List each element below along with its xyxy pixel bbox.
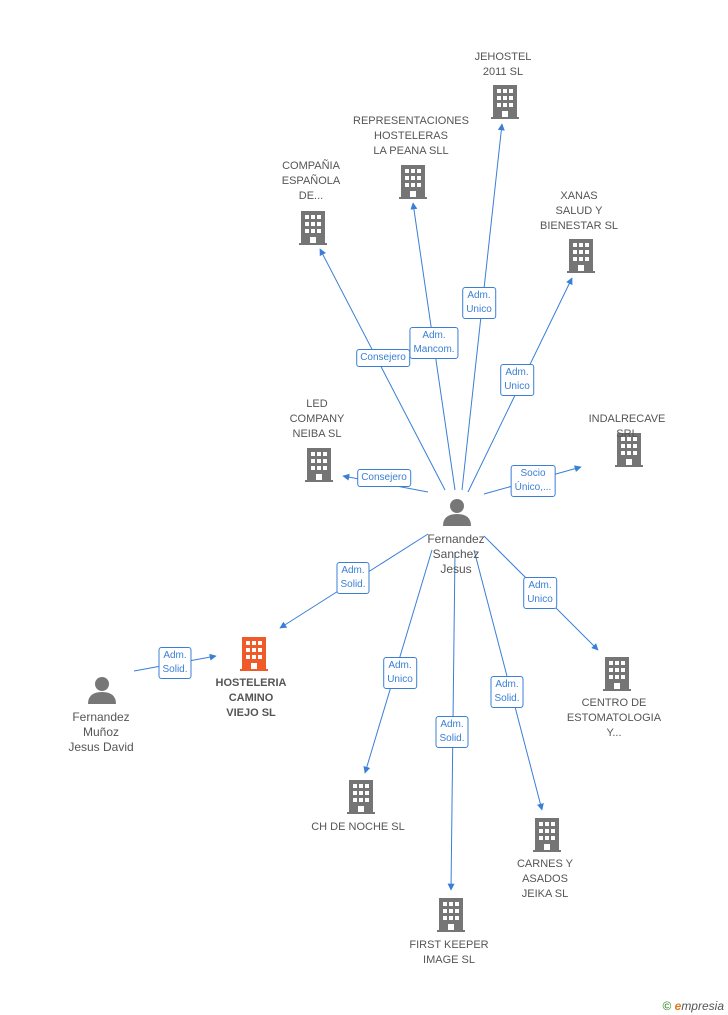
edge-label-firstkeeper[interactable]: Adm. Solid. [435, 716, 469, 748]
edge-label-carnes[interactable]: Adm. Solid. [490, 676, 524, 708]
brand-watermark: © empresia [662, 999, 724, 1013]
company-label-representaciones[interactable]: REPRESENTACIONES HOSTELERAS LA PEANA SLL [353, 115, 469, 157]
company-building-icon-jehostel[interactable] [491, 85, 519, 119]
company-label-firstkeeper[interactable]: FIRST KEEPER IMAGE SL [409, 939, 489, 966]
copyright-symbol: © [662, 999, 672, 1013]
company-label-carnes[interactable]: CARNES Y ASADOS JEIKA SL [516, 858, 574, 900]
company-label-centro[interactable]: CENTRO DE ESTOMATOLOGIA Y... [566, 697, 662, 739]
company-label-chdenoche[interactable]: CH DE NOCHE SL [311, 821, 405, 833]
main-company-label[interactable]: HOSTELERIA CAMINO VIEJO SL [215, 677, 287, 719]
edge-line-compania [319, 248, 446, 491]
company-label-led[interactable]: LED COMPANY NEIBA SL [289, 398, 345, 440]
edge-label-main[interactable]: Adm. Solid. [336, 562, 370, 594]
edge-label-centro[interactable]: Adm. Unico [523, 577, 557, 609]
company-building-icon-compania[interactable] [299, 211, 327, 245]
company-building-icon-chdenoche[interactable] [347, 780, 375, 814]
secondary-person-icon[interactable] [88, 677, 116, 704]
edge-label-xanas[interactable]: Adm. Unico [500, 364, 534, 396]
center-person-icon[interactable] [443, 499, 471, 526]
company-building-icon-firstkeeper[interactable] [437, 898, 465, 932]
edge-label-secondary[interactable]: Adm. Solid. [158, 647, 192, 679]
secondary-person-label[interactable]: Fernandez Muñoz Jesus David [68, 710, 134, 754]
edge-label-jehostel[interactable]: Adm. Unico [462, 287, 496, 319]
company-label-compania[interactable]: COMPAÑIA ESPAÑOLA DE... [281, 160, 341, 202]
company-building-icon-led[interactable] [305, 448, 333, 482]
edge-label-compania[interactable]: Consejero [356, 349, 410, 367]
center-person-label[interactable]: Fernandez Sanchez Jesus [427, 532, 485, 576]
main-company-building-icon[interactable] [240, 637, 268, 671]
company-building-icon-carnes[interactable] [533, 818, 561, 852]
company-building-icon-representaciones[interactable] [399, 165, 427, 199]
edge-label-indalrecave[interactable]: Socio Único,... [510, 465, 556, 497]
brand-e: e [674, 999, 682, 1013]
company-building-icon-xanas[interactable] [567, 239, 595, 273]
edge-label-representaciones[interactable]: Adm. Mancom. [409, 327, 459, 359]
brand-name: mpresia [681, 999, 724, 1013]
edge-label-chdenoche[interactable]: Adm. Unico [383, 657, 417, 689]
company-label-xanas[interactable]: XANAS SALUD Y BIENESTAR SL [539, 190, 619, 232]
edge-label-led[interactable]: Consejero [357, 469, 411, 487]
company-label-indalrecave[interactable]: INDALRECAVE SRL [588, 413, 666, 440]
edges-layer [133, 123, 599, 891]
company-label-jehostel[interactable]: JEHOSTEL 2011 SL [474, 51, 532, 78]
company-building-icon-centro[interactable] [603, 657, 631, 691]
